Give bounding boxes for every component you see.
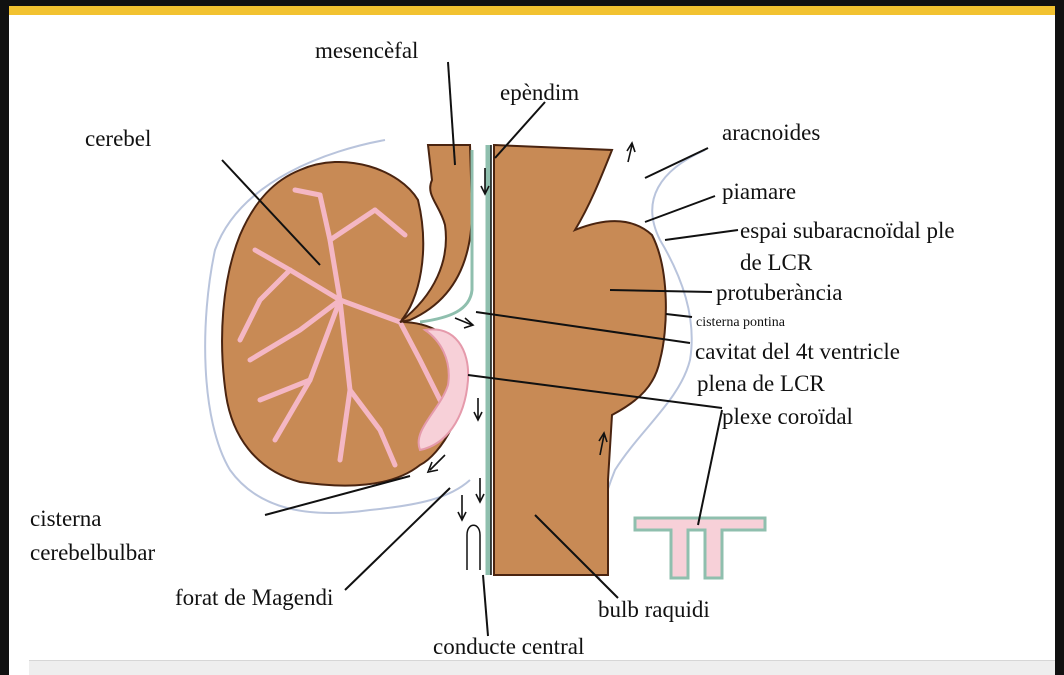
- label-espai-line2: de LCR: [740, 250, 813, 275]
- label-piamare: piamare: [722, 179, 796, 204]
- label-cisterna-line2: cerebelbulbar: [30, 540, 155, 565]
- brainstem-pons-medulla: [494, 145, 666, 575]
- label-plena: plena de LCR: [697, 371, 825, 396]
- label-espai-line1: espai subaracnoïdal ple: [740, 218, 955, 243]
- label-conducte: conducte central: [433, 634, 584, 659]
- label-aracnoides: aracnoides: [722, 120, 820, 145]
- label-mesencefal: mesencèfal: [315, 38, 418, 63]
- label-cisterna-pontina: cisterna pontina: [696, 315, 786, 330]
- plexus-inset-symbol: [635, 518, 765, 578]
- label-protuberancia: protuberància: [716, 280, 842, 305]
- label-cisterna-line1: cisterna: [30, 506, 102, 531]
- central-canal: [467, 525, 480, 570]
- label-ependim: epèndim: [500, 80, 579, 105]
- label-plexe: plexe coroïdal: [722, 404, 853, 429]
- brainstem-cerebellum-diagram: mesencèfal epèndim cerebel aracnoides pi…: [9, 6, 1055, 675]
- label-cerebel: cerebel: [85, 126, 151, 151]
- label-forat: forat de Magendi: [175, 585, 333, 610]
- label-bulb: bulb raquidi: [598, 597, 710, 622]
- label-cavitat: cavitat del 4t ventricle: [695, 339, 900, 364]
- bottom-strip: [29, 660, 1055, 675]
